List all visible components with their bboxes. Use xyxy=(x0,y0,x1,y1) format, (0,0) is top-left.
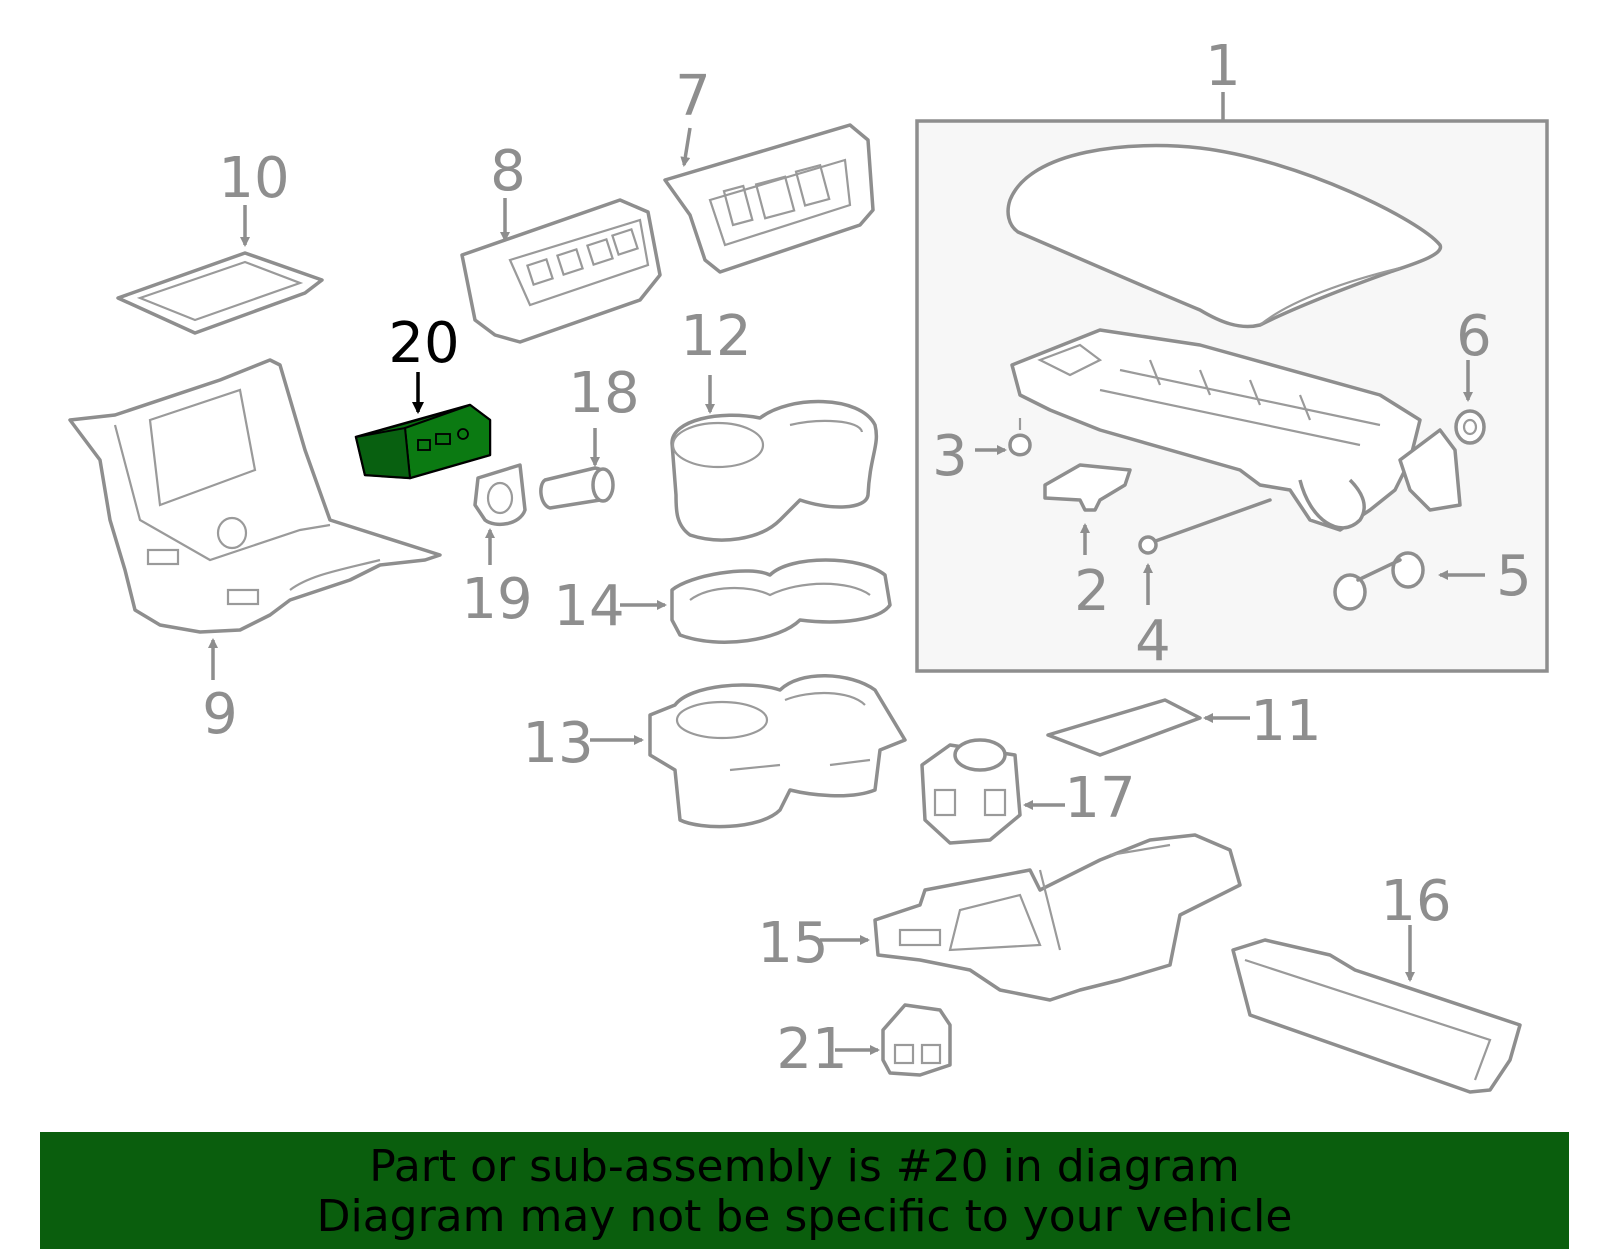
part-10-tray-mat xyxy=(116,205,324,335)
part-13-cupholder-base xyxy=(590,674,907,829)
callout-18: 18 xyxy=(568,361,639,426)
part-8-switch-assembly xyxy=(460,198,662,344)
part-2-bracket xyxy=(1043,463,1132,555)
part-4-hinge-pin xyxy=(1138,498,1272,605)
caption-line-2: Diagram may not be specific to your vehi… xyxy=(316,1191,1293,1242)
callout-7: 7 xyxy=(675,64,711,129)
part-5-spring xyxy=(1333,551,1485,611)
part-6-clip-nut xyxy=(1454,360,1486,445)
callout-14: 14 xyxy=(553,574,624,639)
part-21-switch xyxy=(835,1003,952,1077)
callout-10: 10 xyxy=(218,146,289,211)
callout-1: 1 xyxy=(1205,34,1241,99)
part-18-socket xyxy=(539,428,615,510)
part-19-retainer xyxy=(473,463,527,565)
callout-3: 3 xyxy=(932,424,968,489)
part-1-armrest-lid xyxy=(1006,143,1443,329)
callout-11: 11 xyxy=(1250,689,1321,754)
part-20-control-module[interactable] xyxy=(354,372,492,480)
callout-13: 13 xyxy=(522,711,593,776)
callout-5: 5 xyxy=(1496,544,1532,609)
callout-21: 21 xyxy=(776,1017,847,1082)
caption-line-1: Part or sub-assembly is #20 in diagram xyxy=(369,1141,1240,1192)
callout-16: 16 xyxy=(1380,869,1451,934)
part-11-trim-strip xyxy=(1046,698,1250,757)
part-15-console-base xyxy=(820,833,1242,1002)
part-14-cupholder-ring xyxy=(620,558,892,644)
caption-banner: Part or sub-assembly is #20 in diagram D… xyxy=(40,1132,1569,1249)
part-1-armrest-base xyxy=(1010,328,1462,532)
part-12-cupholder-insert xyxy=(670,375,879,542)
callout-20[interactable]: 20 xyxy=(388,311,459,376)
callout-8: 8 xyxy=(490,139,526,204)
callout-9: 9 xyxy=(202,682,238,747)
callout-2: 2 xyxy=(1074,559,1110,624)
part-9-console-housing xyxy=(68,358,442,680)
part-16-storage-tray xyxy=(1231,925,1522,1094)
callout-6: 6 xyxy=(1456,304,1492,369)
callout-17: 17 xyxy=(1064,766,1135,831)
part-3-clip xyxy=(975,418,1032,457)
part-17-selector-module xyxy=(920,738,1065,845)
part-7-trim-plate xyxy=(663,123,875,274)
callout-4: 4 xyxy=(1135,609,1171,674)
callout-12: 12 xyxy=(680,304,751,369)
callout-15: 15 xyxy=(757,911,828,976)
callout-19: 19 xyxy=(461,567,532,632)
